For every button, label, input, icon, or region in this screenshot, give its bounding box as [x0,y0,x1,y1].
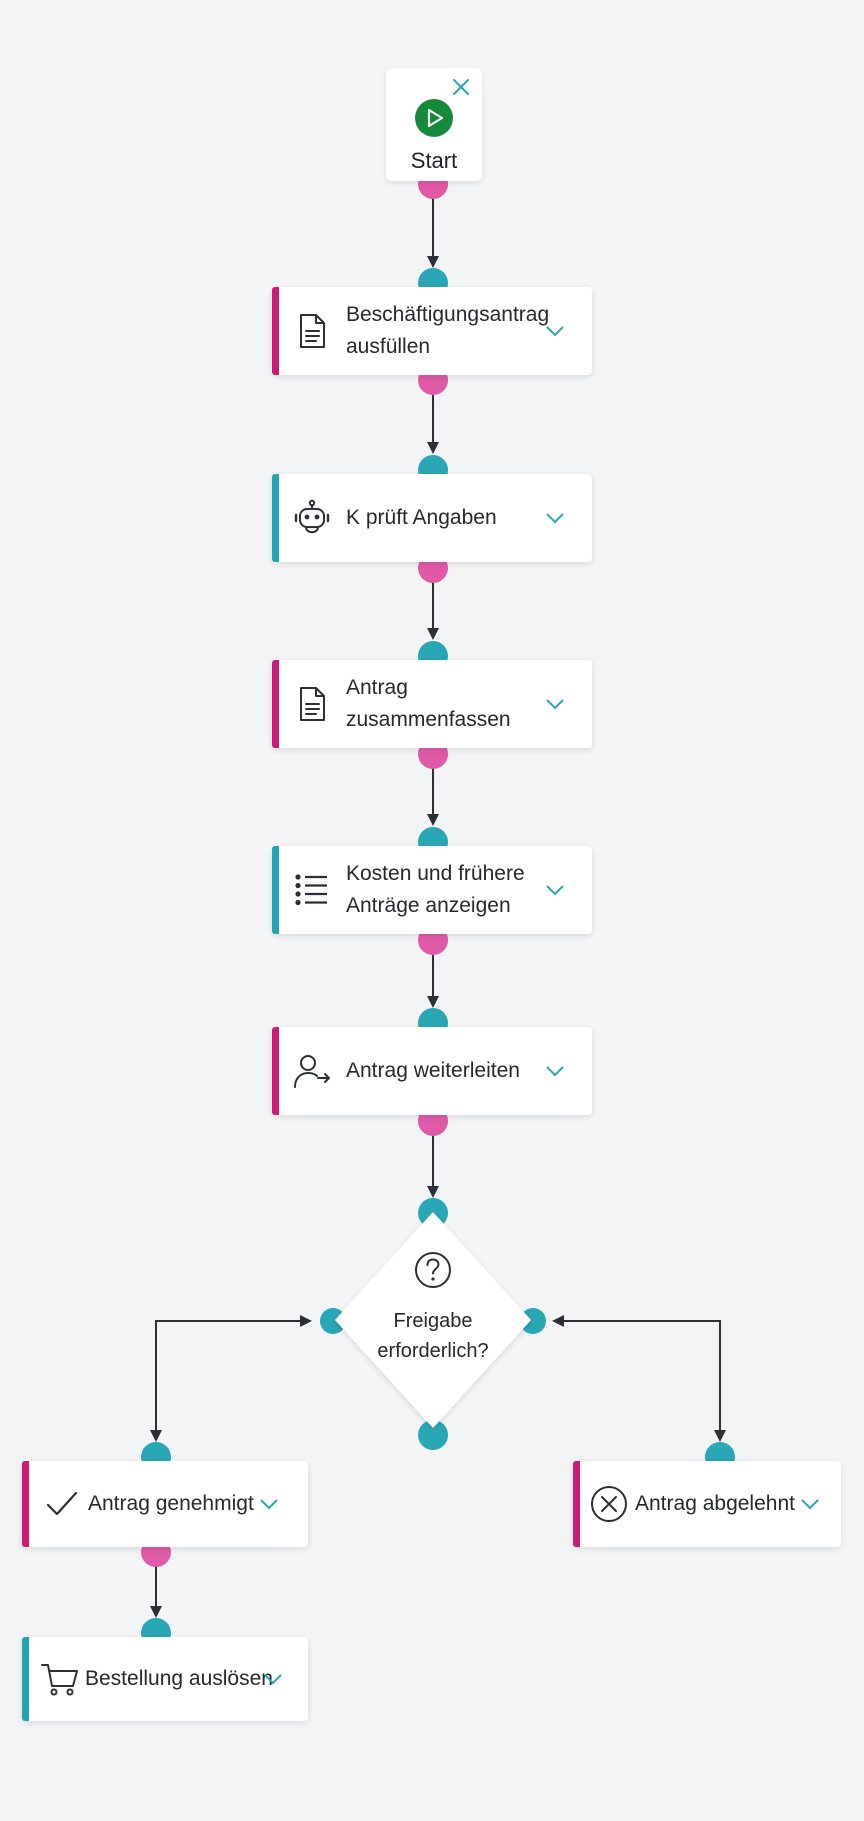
step-accent-bar [22,1461,29,1547]
step-accent-bar [272,287,279,375]
step-fill-application[interactable]: Beschäftigungsantrag ausfüllen [272,287,592,375]
step-label-line2: ausfüllen [346,335,431,358]
step-rejected[interactable]: Antrag abgelehnt [573,1461,841,1547]
question-icon [415,1252,451,1288]
step-accent-bar [573,1461,580,1547]
list-icon [295,874,327,906]
start-node[interactable]: Start [386,68,482,181]
step-label-line2: Anträge anzeigen [346,894,511,917]
chevron-down-icon[interactable] [544,324,566,338]
robot-icon [294,499,330,534]
close-icon[interactable] [452,78,470,96]
step-ai-check[interactable]: K prüft Angaben [272,474,592,562]
step-accent-bar [272,846,279,934]
chevron-down-icon[interactable] [258,1497,280,1511]
connector-decision-left [155,1315,312,1436]
cart-icon [41,1664,78,1696]
step-label-line1: Antrag weiterleiten [346,1059,520,1082]
decision-label-line1: Freigabe [393,1310,473,1332]
cancel-circle-icon [591,1486,627,1522]
decision-label-line2: erforderlich? [377,1340,489,1362]
step-accent-bar [272,474,279,562]
chevron-down-icon[interactable] [544,511,566,525]
document-icon [300,687,325,721]
chevron-down-icon[interactable] [544,883,566,897]
chevron-down-icon[interactable] [544,1064,566,1078]
chevron-down-icon[interactable] [262,1672,284,1686]
step-label-line1: Beschäftigungsantrag [346,303,550,326]
step-label-line2: zusammenfassen [346,708,511,731]
checkmark-icon [46,1491,78,1516]
person-forward-icon [294,1055,330,1088]
step-forward-application[interactable]: Antrag weiterleiten [272,1027,592,1115]
decision-diamond [335,1212,531,1428]
chevron-down-icon[interactable] [799,1497,821,1511]
step-summarize-application[interactable]: Antrag zusammenfassen [272,660,592,748]
step-trigger-order[interactable]: Bestellung auslösen [22,1637,308,1721]
connector-decision-right [552,1315,721,1440]
decision-approval-required[interactable]: Freigabe erforderlich? [333,1210,533,1430]
step-label-line1: Kosten und frühere [346,862,525,885]
step-approved[interactable]: Antrag genehmigt [22,1461,308,1547]
chevron-down-icon[interactable] [544,697,566,711]
step-label-line1: Antrag genehmigt [88,1492,254,1515]
step-label-line1: Antrag [346,676,408,699]
start-label: Start [410,148,458,173]
step-label-line1: Antrag abgelehnt [635,1492,795,1515]
document-icon [300,314,325,348]
step-accent-bar [272,660,279,748]
step-accent-bar [272,1027,279,1115]
step-show-costs[interactable]: Kosten und frühere Anträge anzeigen [272,846,592,934]
step-accent-bar [22,1637,29,1721]
step-label-line1: Bestellung auslösen [85,1667,273,1690]
play-icon [415,99,453,137]
step-label-line1: K prüft Angaben [346,506,497,529]
